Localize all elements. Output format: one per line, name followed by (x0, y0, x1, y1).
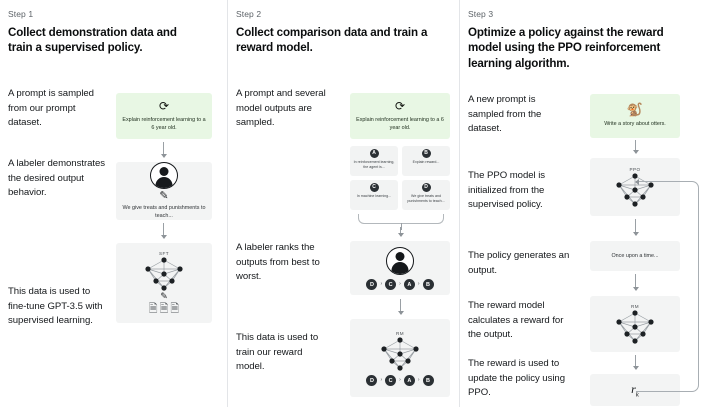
option-text: We give treats and punishments to teach.… (407, 193, 445, 203)
rank-item: B (422, 278, 434, 290)
ranking-row: D › C › A › B (366, 278, 434, 290)
rank-item: D (366, 374, 378, 386)
option-text: In machine learning... (356, 193, 392, 198)
step-2-caption-3: This data is used to train our reward mo… (236, 332, 319, 373)
arrow-down (397, 299, 404, 315)
rank-separator: › (417, 377, 420, 383)
step-1-sft-card: SFT ✎ 🗎🗎🗎 (116, 243, 212, 323)
person-icon (150, 162, 178, 189)
option-badge: D (421, 183, 431, 192)
step-1-column: Step 1 Collect demonstration data and tr… (0, 0, 227, 407)
refresh-icon: ⟳ (394, 98, 406, 113)
arrow-down (160, 142, 167, 158)
step-2-column: Step 2 Collect comparison data and train… (227, 0, 459, 407)
arrow-down (632, 274, 639, 291)
step-3-ppo-card: PPO (590, 158, 680, 216)
neural-network-icon (616, 310, 654, 344)
pencil-icon: ✎ (159, 189, 169, 202)
step-2-label: Step 2 (236, 9, 262, 19)
documents-icon: 🗎🗎🗎 (148, 303, 180, 315)
step-1-labeler-card: ✎ We give treats and punishments to teac… (116, 162, 212, 220)
step-3-ppo-tag: PPO (629, 167, 641, 172)
step-3-caption-3: The policy generates an output. (468, 250, 570, 276)
ppo-feedback-loop (635, 178, 699, 392)
step-3-caption-2: The PPO model is initialized from the su… (468, 170, 546, 211)
pencil-icon: ✎ (160, 291, 168, 301)
neural-network-icon (381, 336, 419, 371)
option-badge: A (369, 149, 379, 158)
output-option-a: A In reinforcement learning, the agent i… (350, 146, 398, 176)
output-option-d: D We give treats and punishments to teac… (402, 180, 450, 210)
rank-item: D (366, 278, 378, 290)
step-1-labeler-text: We give treats and punishments to teach.… (122, 204, 206, 219)
step-2-prompt-text: Explain reinforcement learning to a 6 ye… (356, 116, 444, 131)
step-3-prompt-text: Write a story about otters. (604, 121, 666, 128)
step-3-reward-card: rk (590, 374, 680, 406)
group-brace (358, 214, 444, 230)
rank-separator: › (380, 281, 383, 287)
reward-symbol: rk (631, 381, 639, 399)
neural-network-icon (145, 257, 183, 291)
step-2-title: Collect comparison data and train a rewa… (236, 26, 428, 55)
step-2-caption-1: A prompt and several model outputs are s… (236, 88, 326, 129)
rank-separator: › (380, 377, 383, 383)
arrow-down (632, 219, 639, 236)
step-1-caption-3: This data is used to fine-tune GPT-3.5 w… (8, 286, 103, 327)
output-option-c: C In machine learning... (350, 180, 398, 210)
step-1-caption-2: A labeler demonstrates the desired outpu… (8, 158, 106, 199)
step-1-caption-1: A prompt is sampled from our prompt data… (8, 88, 94, 129)
rank-item: A (403, 374, 415, 386)
step-1-prompt-card: ⟳ Explain reinforcement learning to a 6 … (116, 93, 212, 139)
step-1-prompt-text: Explain reinforcement learning to a 6 ye… (122, 116, 206, 131)
rank-item: C (385, 278, 397, 290)
person-icon (386, 246, 414, 275)
refresh-icon: ⟳ (158, 98, 170, 113)
step-3-caption-5: The reward is used to update the policy … (468, 358, 565, 399)
rank-separator: › (417, 281, 420, 287)
step-3-title: Optimize a policy against the reward mod… (468, 26, 664, 70)
step-3-rm-card: RM (590, 296, 680, 352)
step-3-prompt-card: 🐒 Write a story about otters. (590, 94, 680, 138)
step-2-prompt-card: ⟳ Explain reinforcement learning to a 6 … (350, 93, 450, 139)
arrow-down (397, 227, 404, 237)
option-text: Explain reward... (412, 159, 440, 164)
step-3-rm-tag: RM (631, 304, 639, 309)
step-1-title: Collect demonstration data and train a s… (8, 26, 177, 55)
output-option-b: B Explain reward... (402, 146, 450, 176)
rank-item: A (403, 278, 415, 290)
step-3-output-text: Once upon a time... (611, 252, 659, 259)
step-1-model-tag: SFT (159, 251, 169, 256)
rank-item: C (385, 374, 397, 386)
otter-icon: 🐒 (626, 102, 644, 118)
step-3-output-card: Once upon a time... (590, 241, 680, 271)
neural-network-icon (616, 173, 654, 207)
step-1-label: Step 1 (8, 9, 34, 19)
step-3-column: Step 3 Optimize a policy against the rew… (459, 0, 720, 407)
rank-separator: › (399, 281, 401, 287)
arrow-down (160, 223, 167, 239)
rank-item: B (422, 374, 434, 386)
arrow-down (632, 355, 639, 370)
arrow-down (632, 140, 639, 154)
option-badge: C (369, 183, 379, 192)
rank-separator: › (399, 377, 401, 383)
step-3-label: Step 3 (468, 9, 494, 19)
step-2-model-tag: RM (396, 330, 404, 336)
step-2-rm-card: RM D › C › A › (350, 319, 450, 397)
option-text: In reinforcement learning, the agent is.… (353, 159, 395, 169)
step-2-caption-2: A labeler ranks the outputs from best to… (236, 242, 320, 283)
option-badge: B (421, 149, 431, 158)
step-2-outputs-grid: A In reinforcement learning, the agent i… (350, 146, 450, 210)
step-3-caption-4: The reward model calculates a reward for… (468, 300, 564, 341)
ranking-row: D › C › A › B (366, 374, 434, 386)
step-2-ranker-card: D › C › A › B (350, 241, 450, 295)
step-3-caption-1: A new prompt is sampled from the dataset… (468, 94, 542, 135)
